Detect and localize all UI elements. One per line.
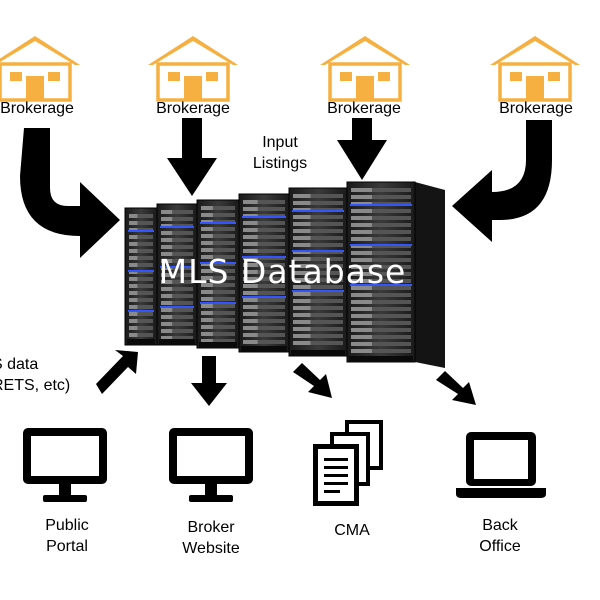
input-arrow-curved-right: [452, 120, 552, 242]
output-label-broker-website: Broker Website: [182, 519, 240, 557]
house-icon: [488, 34, 582, 102]
output-label-back-office: Back Office: [479, 517, 521, 555]
house-icon: [0, 34, 82, 102]
output-label-public-portal: Public Portal: [45, 517, 89, 555]
server-rack-icon: [124, 181, 445, 368]
output-arrow: [96, 350, 138, 394]
input-listings-label: Input Listings: [252, 134, 308, 172]
monitor-icon: [169, 428, 253, 502]
brokerage-label: Brokerage: [156, 100, 230, 117]
monitor-icon: [23, 428, 107, 502]
documents-icon: [313, 420, 383, 506]
database-title: MLS Database: [158, 252, 407, 291]
input-arrow-down: [337, 118, 387, 180]
laptop-icon: [456, 432, 546, 498]
brokerage-label: Brokerage: [499, 100, 573, 117]
output-arrow: [191, 356, 227, 406]
brokerage-label: Brokerage: [327, 100, 401, 117]
house-icon: [318, 34, 412, 102]
output-label-cma: CMA: [334, 522, 370, 539]
input-arrow-down: [167, 118, 217, 196]
output-arrow: [436, 371, 476, 405]
feed-label: S data RETS, etc): [0, 356, 71, 394]
input-arrow-curved-left: [20, 128, 120, 258]
output-arrow: [293, 363, 332, 398]
brokerage-label: Brokerage: [0, 100, 74, 117]
house-icon: [146, 34, 240, 102]
